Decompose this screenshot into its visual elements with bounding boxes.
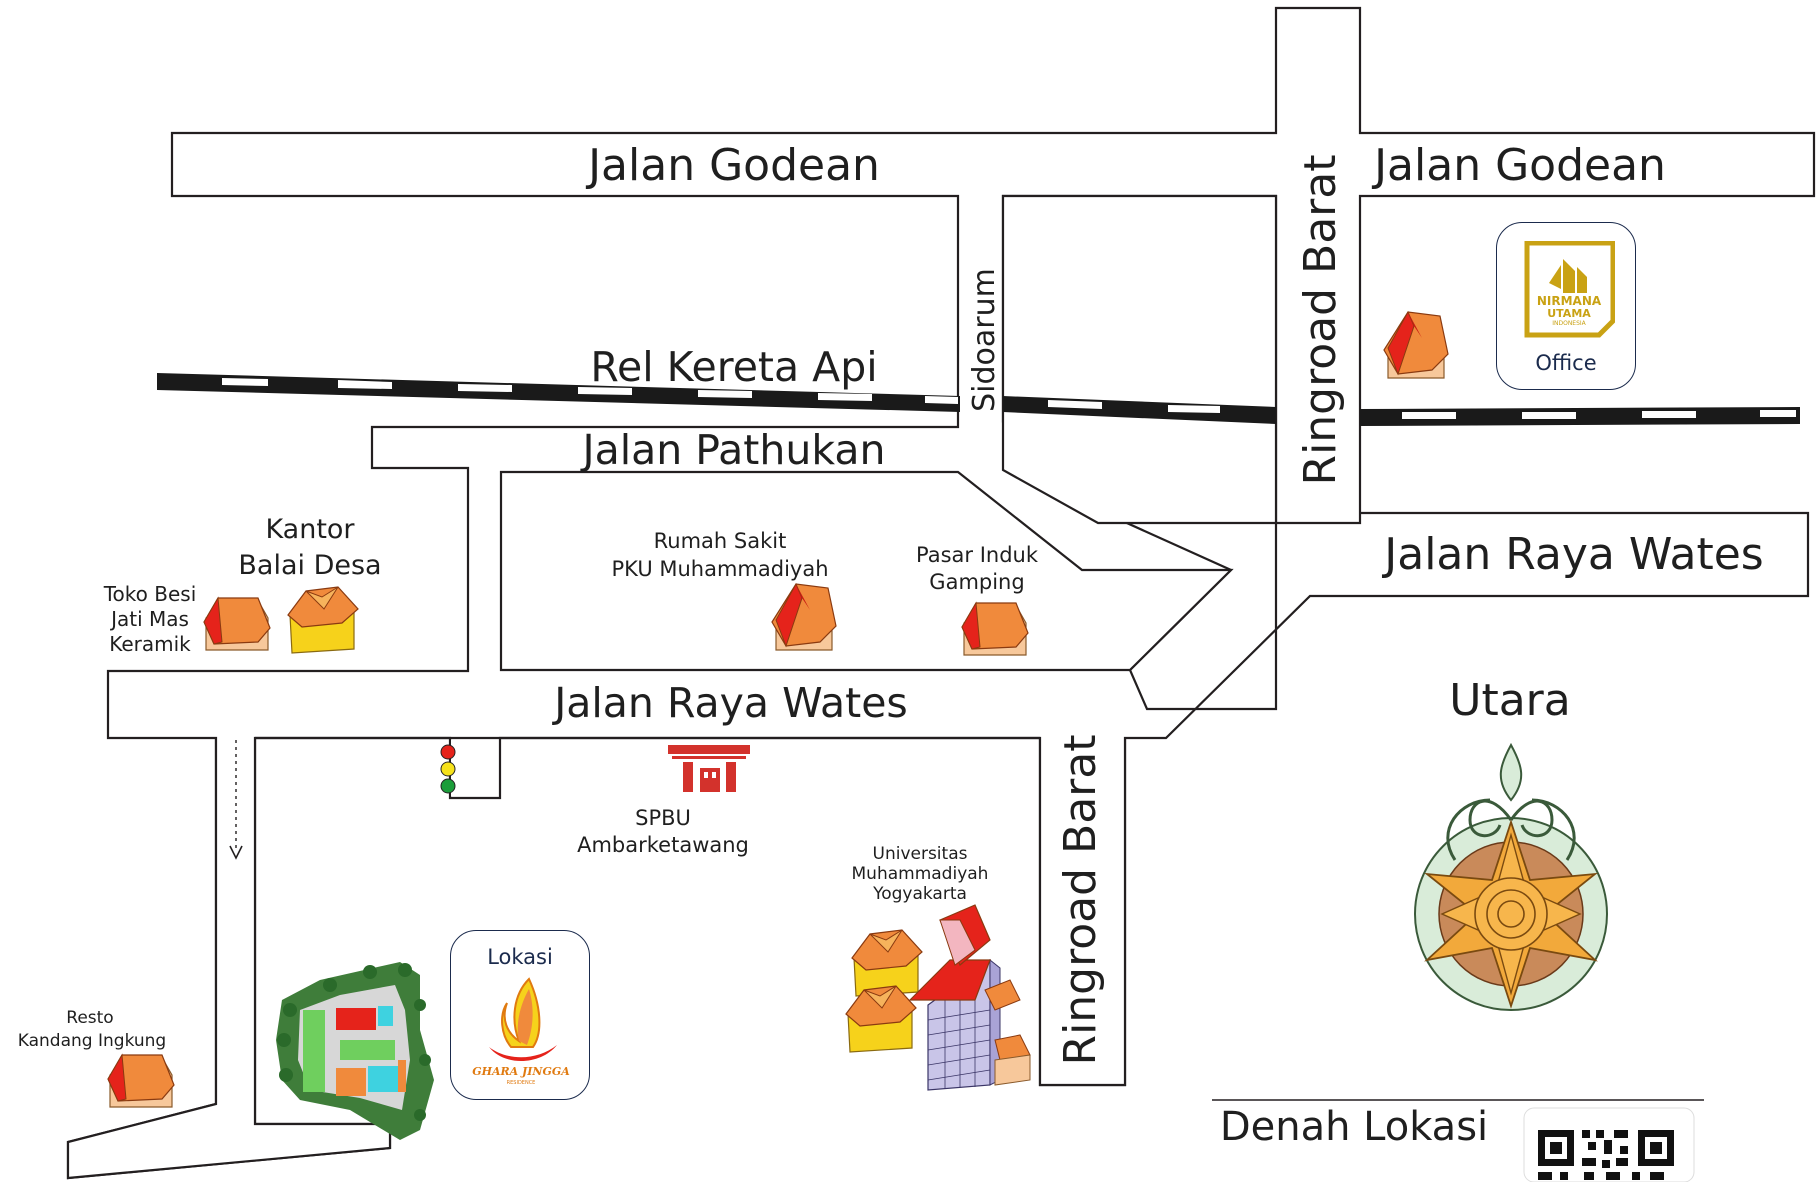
label-resto-line2: Kandang Ingkung bbox=[18, 1031, 166, 1051]
label-resto-line1: Resto bbox=[66, 1008, 113, 1028]
label-kantor-line2: Balai Desa bbox=[238, 550, 381, 581]
label-ringroad-barat-top: Ringroad Barat bbox=[1295, 155, 1346, 486]
label-kantor-line1: Kantor bbox=[265, 514, 355, 545]
label-jalan-godean-right: Jalan Godean bbox=[1371, 140, 1666, 191]
road-edge-raya-wates-south bbox=[255, 736, 1040, 800]
logo-line2: UTAMA bbox=[1547, 307, 1591, 320]
residence-siteplan-icon bbox=[276, 962, 434, 1140]
label-jalan-godean-left: Jalan Godean bbox=[585, 140, 880, 191]
traffic-light-icon bbox=[440, 744, 456, 794]
road-lane-west bbox=[66, 738, 392, 1180]
house-icon-toko-besi bbox=[203, 597, 271, 651]
label-spbu-line2: Ambarketawang bbox=[577, 833, 749, 857]
logo-line3: INDONESIA bbox=[1552, 320, 1586, 327]
label-sidoarum: Sidoarum bbox=[967, 268, 1002, 412]
house-icon-kantor bbox=[287, 586, 359, 654]
label-umy-line3: Yogyakarta bbox=[872, 884, 967, 904]
house-icon-office bbox=[1383, 311, 1449, 379]
label-utara: Utara bbox=[1449, 675, 1570, 726]
label-rumah-sakit-line2: PKU Muhammadiyah bbox=[611, 557, 828, 581]
block-north-center bbox=[1001, 194, 1278, 525]
label-rumah-sakit-line1: Rumah Sakit bbox=[654, 529, 787, 553]
label-toko-line2: Jati Mas bbox=[109, 607, 189, 631]
label-ringroad-barat-bottom: Ringroad Barat bbox=[1055, 735, 1106, 1066]
office-label: Office bbox=[1535, 351, 1597, 375]
block-center bbox=[499, 470, 1234, 672]
house-icon-resto bbox=[107, 1054, 175, 1108]
label-jalan-raya-wates-mid: Jalan Raya Wates bbox=[551, 679, 908, 727]
label-jalan-pathukan: Jalan Pathukan bbox=[580, 426, 886, 474]
railway bbox=[157, 373, 1800, 426]
house-icon-pasar bbox=[961, 602, 1029, 656]
label-rel-kereta-api: Rel Kereta Api bbox=[590, 343, 877, 391]
ghara-jingga-logo-icon: GHARA JINGGA RESIDENCE bbox=[472, 977, 570, 1086]
nirmana-logo-icon: NIRMANA UTAMA INDONESIA bbox=[1524, 241, 1615, 338]
lokasi-brand: GHARA JINGGA bbox=[472, 1065, 570, 1078]
label-toko-line3: Keramik bbox=[109, 632, 191, 656]
compass-rose-icon bbox=[1414, 742, 1608, 1011]
label-pasar-line1: Pasar Induk bbox=[916, 543, 1039, 567]
qr-code-icon[interactable] bbox=[1523, 1107, 1695, 1182]
label-umy-line2: Muhammadiyah bbox=[852, 864, 989, 884]
label-jalan-raya-wates-right: Jalan Raya Wates bbox=[1381, 529, 1763, 580]
label-umy-line1: Universitas bbox=[873, 844, 968, 864]
road-ringroad-barat-bottom bbox=[1038, 738, 1127, 1087]
university-building-icon bbox=[908, 904, 1031, 1091]
label-spbu-line1: SPBU bbox=[635, 806, 691, 830]
lokasi-label: Lokasi bbox=[487, 945, 553, 969]
logo-line1: NIRMANA bbox=[1537, 294, 1602, 308]
gas-station-icon bbox=[668, 745, 750, 792]
lokasi-brand-sub: RESIDENCE bbox=[507, 1080, 536, 1086]
label-toko-line1: Toko Besi bbox=[103, 582, 197, 606]
office-card[interactable]: NIRMANA UTAMA INDONESIA Office bbox=[1496, 222, 1636, 390]
label-denah-lokasi: Denah Lokasi bbox=[1220, 1104, 1488, 1150]
label-pasar-line2: Gamping bbox=[929, 570, 1024, 594]
lokasi-card[interactable]: Lokasi GHARA JINGGA RESIDENCE bbox=[450, 930, 590, 1100]
house-icon-umy-1 bbox=[851, 929, 923, 997]
